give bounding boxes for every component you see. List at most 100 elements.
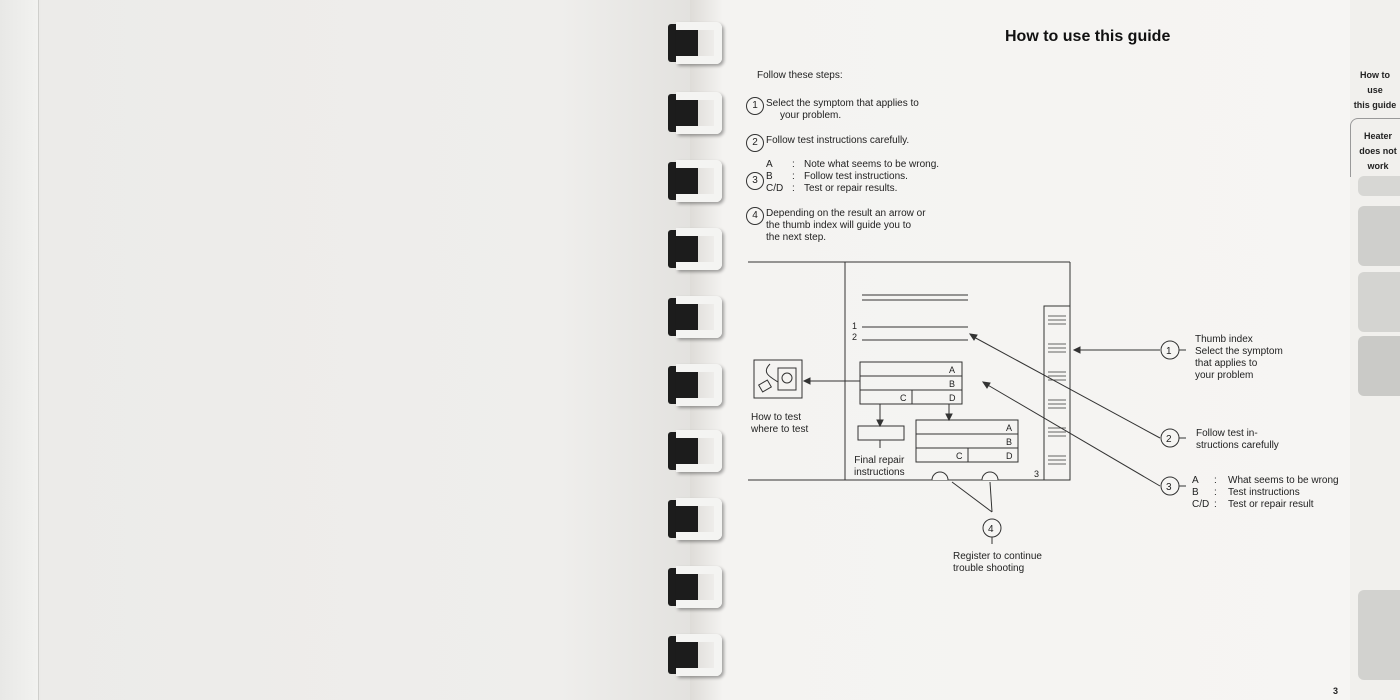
row-sep: :: [792, 183, 795, 194]
tab-label-line: How to: [1360, 70, 1390, 80]
thumb-tab-strip: [1358, 206, 1400, 266]
row-key: C/D: [1192, 499, 1210, 510]
callout-number: 3: [1166, 482, 1172, 493]
binding-ring: [668, 364, 724, 408]
row-key: B: [766, 171, 773, 182]
callout-4-text: Register to continue trouble shooting: [953, 551, 1042, 575]
thumb-tab-strip: [1358, 590, 1400, 680]
step-1: 1: [746, 95, 764, 115]
callout-2-leader: [971, 335, 1161, 439]
spiral-binding: [668, 0, 728, 700]
callout-3-row: A : What seems to be wrong: [1192, 475, 1339, 487]
step-3-text: A : Note what seems to be wrong. B : Fol…: [766, 159, 939, 195]
tab-label-line: work: [1367, 161, 1389, 171]
register-mark: [931, 471, 949, 481]
step-1-line: Select the symptom that applies to: [766, 98, 919, 109]
label-line: Register to continue: [953, 551, 1042, 562]
row-text: Note what seems to be wrong.: [804, 159, 940, 170]
row-key: A: [1192, 475, 1199, 486]
right-page: [690, 0, 1350, 700]
callout-3-text: A : What seems to be wrong B : Test inst…: [1192, 475, 1339, 511]
binding-ring: [668, 296, 724, 340]
callout-number: 4: [988, 524, 994, 535]
test-icon-frame: [753, 359, 803, 399]
thumb-index-column: [1043, 305, 1071, 481]
callout-number: 2: [1166, 434, 1172, 445]
step-4-line: the next step.: [766, 232, 827, 243]
label-line: structions carefully: [1196, 440, 1279, 451]
step-3-row: A : Note what seems to be wrong.: [766, 159, 939, 171]
arrow-head: [802, 377, 811, 385]
arrow-head: [968, 333, 978, 341]
row-sep: :: [792, 159, 795, 170]
box-label: A: [949, 365, 955, 375]
tab-label-line: use: [1367, 85, 1383, 95]
row-number: 1: [852, 321, 857, 331]
thumb-tab-how-to-use[interactable]: How to use this guide: [1350, 68, 1400, 113]
thumb-tab-strip: [1358, 176, 1400, 196]
binding-ring: [668, 22, 724, 66]
row-text: Follow test instructions.: [804, 171, 908, 182]
final-repair-label: Final repair instructions: [854, 455, 905, 479]
binding-ring: [668, 92, 724, 136]
callout-3-row: B : Test instructions: [1192, 487, 1339, 499]
box-label: B: [1006, 437, 1012, 447]
page-number: 3: [1333, 686, 1339, 696]
binding-ring: [668, 160, 724, 204]
label-line: where to test: [751, 424, 809, 435]
label-line: Follow test in-: [1196, 428, 1258, 439]
box-label: C: [900, 393, 907, 403]
thumb-tab-strip: [1358, 272, 1400, 332]
label-line: How to test: [751, 412, 802, 423]
row-text: Test or repair result: [1228, 499, 1314, 510]
left-page: [0, 0, 700, 700]
box-label: D: [1006, 451, 1013, 461]
register-mark: [981, 471, 999, 481]
row-sep: :: [1214, 475, 1217, 486]
step-4-line: the thumb index will guide you to: [766, 220, 912, 231]
left-page-edge: [0, 0, 39, 700]
multimeter-icon: [757, 363, 797, 393]
guide-diagram: 1 2 A B C D A B C D 3 1 2 3 4: [748, 261, 1186, 544]
how-to-test-label: How to test where to test: [751, 412, 808, 436]
thumb-index-strip: How to use this guide Heater does not wo…: [1350, 0, 1400, 700]
box-label: D: [949, 393, 956, 403]
steps-intro: Follow these steps:: [757, 70, 843, 81]
row-sep: :: [792, 171, 795, 182]
arrow-head: [876, 419, 884, 428]
step-number-badge: 1: [746, 97, 764, 115]
row-text: Test or repair results.: [804, 183, 898, 194]
thumb-tab-heater[interactable]: Heater does not work: [1350, 118, 1400, 177]
binding-ring: [668, 430, 724, 474]
thumb-index-marks: [1048, 315, 1066, 465]
row-text: Test instructions: [1228, 487, 1300, 498]
tab-label-line: does not: [1359, 146, 1397, 156]
step-4-text: Depending on the result an arrow or the …: [766, 208, 926, 244]
step-1-text: Select the symptom that applies to your …: [766, 98, 919, 122]
binding-ring: [668, 566, 724, 610]
label-line: that applies to: [1195, 358, 1258, 369]
step-4-line: Depending on the result an arrow or: [766, 208, 926, 219]
step-3-row: C/D : Test or repair results.: [766, 183, 939, 195]
callout-2-text: Follow test in- structions carefully: [1196, 428, 1279, 452]
callout-1-text: Thumb index Select the symptom that appl…: [1195, 334, 1283, 382]
row-key: B: [1192, 487, 1199, 498]
step-3: 3: [746, 170, 764, 190]
tab-text: Heater does not work: [1353, 129, 1400, 174]
binding-ring: [668, 498, 724, 542]
label-line: trouble shooting: [953, 563, 1025, 574]
row-sep: :: [1214, 487, 1217, 498]
row-number: 2: [852, 332, 857, 342]
arrow-head: [981, 381, 991, 389]
binding-ring: [668, 228, 724, 272]
callout-3-row: C/D : Test or repair result: [1192, 499, 1339, 511]
binding-ring: [668, 634, 724, 678]
step-2-text: Follow test instructions carefully.: [766, 135, 910, 146]
diagram-page-number: 3: [1034, 469, 1039, 479]
label-line: instructions: [854, 467, 905, 478]
label-line: Select the symptom: [1195, 346, 1283, 357]
label-line: Thumb index: [1195, 334, 1253, 345]
row-sep: :: [1214, 499, 1217, 510]
label-line: your problem: [1195, 370, 1254, 381]
arrow-head: [1072, 346, 1081, 354]
